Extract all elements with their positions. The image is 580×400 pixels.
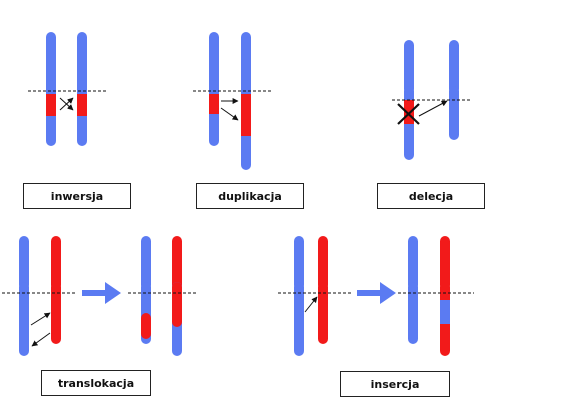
label-insertion: insercja <box>340 371 450 397</box>
chromosome-duplication-right <box>241 32 251 170</box>
chromosome-insertion-blue-before <box>294 236 304 356</box>
chromosome-insertion-red-after <box>440 236 450 356</box>
panel-inversion <box>28 32 106 146</box>
chromosome-translocation-blue-after <box>141 236 151 344</box>
label-duplication: duplikacja <box>196 183 304 209</box>
chromosome-duplication-left <box>209 32 219 146</box>
translocation-arrow-2 <box>31 332 51 347</box>
inversion-arrow-2 <box>59 97 74 111</box>
chromosome-deletion-right <box>449 40 459 140</box>
chromosome-insertion-red-before <box>318 236 328 344</box>
translocation-process-arrow-icon <box>82 282 121 304</box>
chromosome-inversion-right <box>77 32 87 146</box>
deletion-cross-icon <box>397 103 420 125</box>
chromosome-translocation-red-before <box>51 236 61 344</box>
panel-deletion <box>392 40 470 160</box>
chromosome-inversion-left <box>46 32 56 146</box>
panel-translocation <box>2 236 196 356</box>
insertion-arrow <box>304 296 318 313</box>
label-translocation: translokacja <box>41 370 151 396</box>
insertion-process-arrow-icon <box>357 282 396 304</box>
translocation-arrow-1 <box>30 312 51 326</box>
duplication-arrow-2 <box>220 107 239 121</box>
chromosome-deletion-left <box>404 40 414 160</box>
label-inversion: inwersja <box>23 183 131 209</box>
panel-duplication <box>193 32 271 170</box>
label-deletion: delecja <box>377 183 485 209</box>
chromosome-translocation-blue-before <box>19 236 29 356</box>
chromosome-translocation-red-after <box>172 236 182 356</box>
deletion-arrow <box>418 100 448 117</box>
chromosome-insertion-blue-after <box>408 236 418 344</box>
panel-insertion <box>278 236 474 356</box>
